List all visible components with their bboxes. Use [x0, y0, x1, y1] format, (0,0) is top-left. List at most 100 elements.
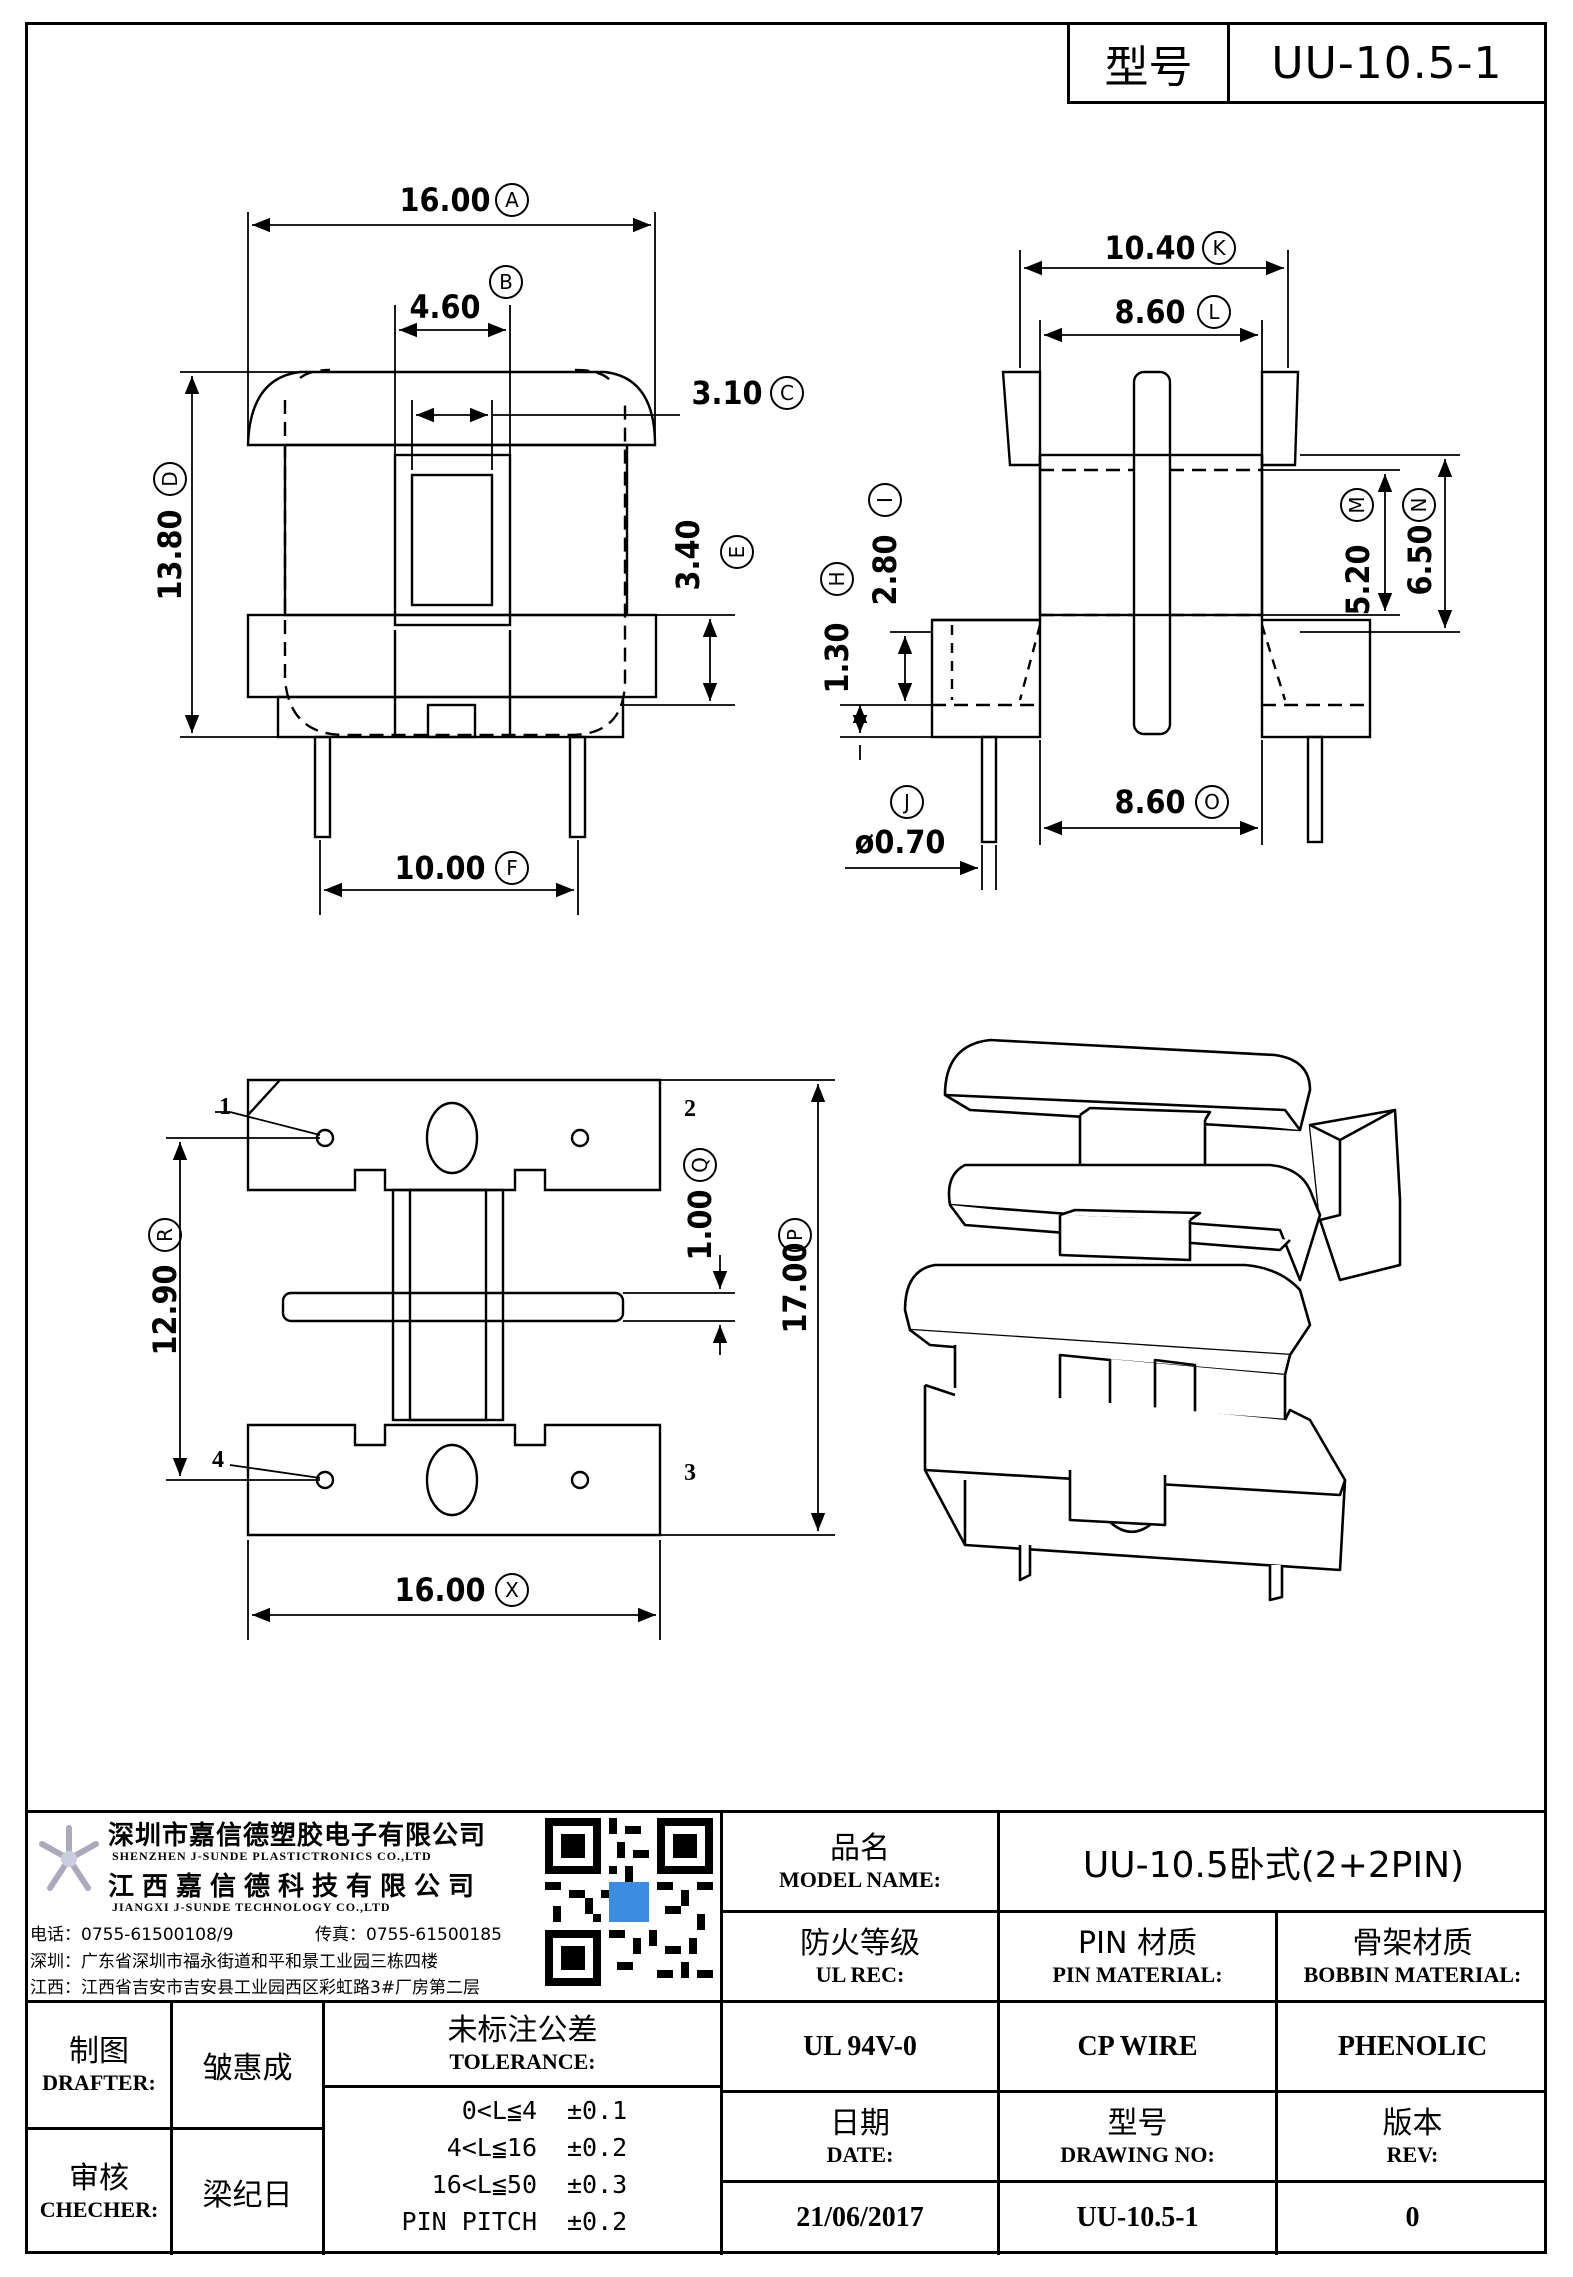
dim-n-value: 6.50: [1401, 524, 1439, 596]
technical-drawing: [166, 212, 1460, 1640]
dim-i-tag: I: [868, 483, 902, 517]
tolerance-value: ±0.2: [567, 2207, 628, 2236]
dim-c-value: 3.10: [691, 374, 763, 412]
dim-f-value: 10.00: [394, 849, 486, 887]
title-block-line: [1275, 1910, 1278, 2255]
drawing-no-value: UU-10.5-1: [1076, 2202, 1199, 2233]
pin-1-label: 1: [219, 1093, 231, 1120]
dim-d-tag: D: [153, 462, 187, 496]
dim-i-value: 2.80: [866, 534, 904, 606]
dim-e-tag: E: [720, 535, 754, 569]
rev-cell: 版本 REV:: [1278, 2093, 1547, 2180]
tolerance-row: 0<L≦4 ±0.1: [325, 2092, 720, 2129]
company-name-jx: 江西嘉信德科技有限公司: [108, 1872, 483, 1902]
bobbin-material-value: PHENOLIC: [1337, 2030, 1488, 2062]
dim-o-tag: O: [1195, 785, 1229, 819]
tolerance-value: ±0.1: [567, 2096, 628, 2125]
header-model-label: 型号: [1067, 22, 1230, 104]
tolerance-row: 4<L≦16 ±0.2: [325, 2129, 720, 2166]
checker-en: CHECHER:: [39, 2197, 159, 2222]
ul-rec-cell: 防火等级 UL REC:: [723, 1913, 997, 2000]
dim-k-tag: K: [1202, 231, 1236, 265]
drawing-no-cell: 型号 DRAWING NO:: [1000, 2093, 1275, 2180]
pin-4-label: 4: [212, 1446, 224, 1473]
tolerance-row: 16<L≦50 ±0.3: [325, 2166, 720, 2203]
tolerance-value: ±0.3: [567, 2170, 628, 2199]
tolerance-range: PIN PITCH: [401, 2207, 537, 2236]
drafter-cn: 制图: [69, 2034, 129, 2069]
model-name-cell: 品名 MODEL NAME:: [723, 1813, 997, 1910]
dim-n-tag: N: [1402, 488, 1436, 522]
date-cn: 日期: [830, 2105, 890, 2141]
checker-cell: 审核 CHECHER:: [28, 2130, 170, 2254]
date-cell: 日期 DATE:: [723, 2093, 997, 2180]
tolerance-range: 16<L≦50: [431, 2170, 537, 2199]
tolerance-row: PIN PITCH ±0.2: [325, 2203, 720, 2240]
pin-material-cell: PIN 材质 PIN MATERIAL:: [1000, 1913, 1275, 2000]
dim-a-tag: A: [495, 183, 529, 217]
bobbin-material-cell: 骨架材质 BOBBIN MATERIAL:: [1278, 1913, 1547, 2000]
company-address-sz: 深圳：广东省深圳市福永街道和平和景工业园三栋四楼: [30, 1952, 438, 1972]
qr-code[interactable]: [545, 1818, 713, 1986]
title-block-line: [322, 2000, 325, 2255]
dim-p-value: 17.00: [776, 1242, 814, 1334]
dim-l-value: 8.60: [1114, 293, 1186, 331]
dim-m-value: 5.20: [1339, 544, 1377, 616]
checker-cn: 审核: [69, 2161, 129, 2196]
dim-x-value: 16.00: [394, 1571, 486, 1609]
pin-material-cn: PIN 材质: [1078, 1925, 1197, 1961]
tolerance-range: 4<L≦16: [446, 2133, 537, 2162]
company-name-jx-en: JIANGXI J-SUNDE TECHNOLOGY CO.,LTD: [112, 1900, 391, 1914]
tolerance-cn: 未标注公差: [447, 2013, 598, 2048]
dim-h-tag: H: [820, 562, 854, 596]
dim-r-value: 12.90: [146, 1264, 184, 1356]
bobbin-material-cn: 骨架材质: [1352, 1925, 1473, 1961]
dim-d-value: 13.80: [151, 509, 189, 601]
date-en: DATE:: [826, 2141, 894, 2167]
dim-c-tag: C: [770, 376, 804, 410]
bobbin-material-en: BOBBIN MATERIAL:: [1303, 1961, 1522, 1987]
dim-a-value: 16.00: [399, 181, 491, 219]
dim-b-tag: B: [489, 265, 523, 299]
rev-cn: 版本: [1382, 2105, 1443, 2141]
dim-b-value: 4.60: [409, 288, 481, 326]
dim-q-tag: Q: [683, 1148, 717, 1182]
tolerance-value: ±0.2: [567, 2133, 628, 2162]
company-fax: 传真：0755-61500185: [315, 1925, 502, 1945]
dim-h-value: 1.30: [818, 622, 856, 694]
checker-name: 梁纪日: [202, 2178, 293, 2213]
dim-l-tag: L: [1197, 295, 1231, 329]
title-block-line: [997, 1810, 1000, 2255]
ul-rec-value: UL 94V-0: [803, 2030, 917, 2062]
company-address-jx: 江西：江西省吉安市吉安县工业园西区彩虹路3#厂房第二层: [30, 1978, 481, 1998]
pin-material-value: CP WIRE: [1077, 2030, 1198, 2062]
pin-2-label: 2: [684, 1095, 696, 1122]
pin-3-label: 3: [684, 1459, 696, 1486]
ul-rec-en: UL REC:: [815, 1961, 905, 1987]
model-name-value: UU-10.5卧式(2+2PIN): [1082, 1844, 1465, 1886]
dim-x-tag: X: [495, 1573, 529, 1607]
header-model-value: UU-10.5-1: [1227, 22, 1547, 104]
title-block-top-border: [25, 1810, 1547, 1813]
dim-f-tag: F: [495, 851, 529, 885]
dim-r-tag: R: [148, 1218, 182, 1252]
drawing-no-en: DRAWING NO:: [1060, 2141, 1215, 2167]
tolerance-range: 0<L≦4: [461, 2096, 537, 2125]
model-name-en: MODEL NAME:: [779, 1866, 941, 1892]
company-name-sz-en: SHENZHEN J-SUNDE PLASTICTRONICS CO.,LTD: [112, 1849, 432, 1863]
flange-outline: [246, 370, 657, 447]
dim-j-tag: J: [890, 785, 924, 819]
company-logo: [30, 1820, 108, 1898]
tolerance-en: TOLERANCE:: [449, 2049, 596, 2074]
drafter-name: 皱惠成: [202, 2051, 293, 2086]
date-value: 21/06/2017: [796, 2202, 924, 2233]
drawing-sheet: [25, 22, 1547, 2254]
tolerance-table: 0<L≦4 ±0.1 4<L≦16 ±0.2 16<L≦50 ±0.3 PIN …: [325, 2092, 720, 2240]
dim-k-value: 10.40: [1104, 229, 1196, 267]
rev-en: REV:: [1386, 2141, 1439, 2167]
title-block-divider: [25, 2000, 1547, 2003]
drawing-no-cn: 型号: [1107, 2105, 1168, 2141]
title-block-line: [720, 2090, 1547, 2093]
title-block-line: [720, 2180, 1547, 2183]
model-name-cn: 品名: [830, 1830, 890, 1866]
